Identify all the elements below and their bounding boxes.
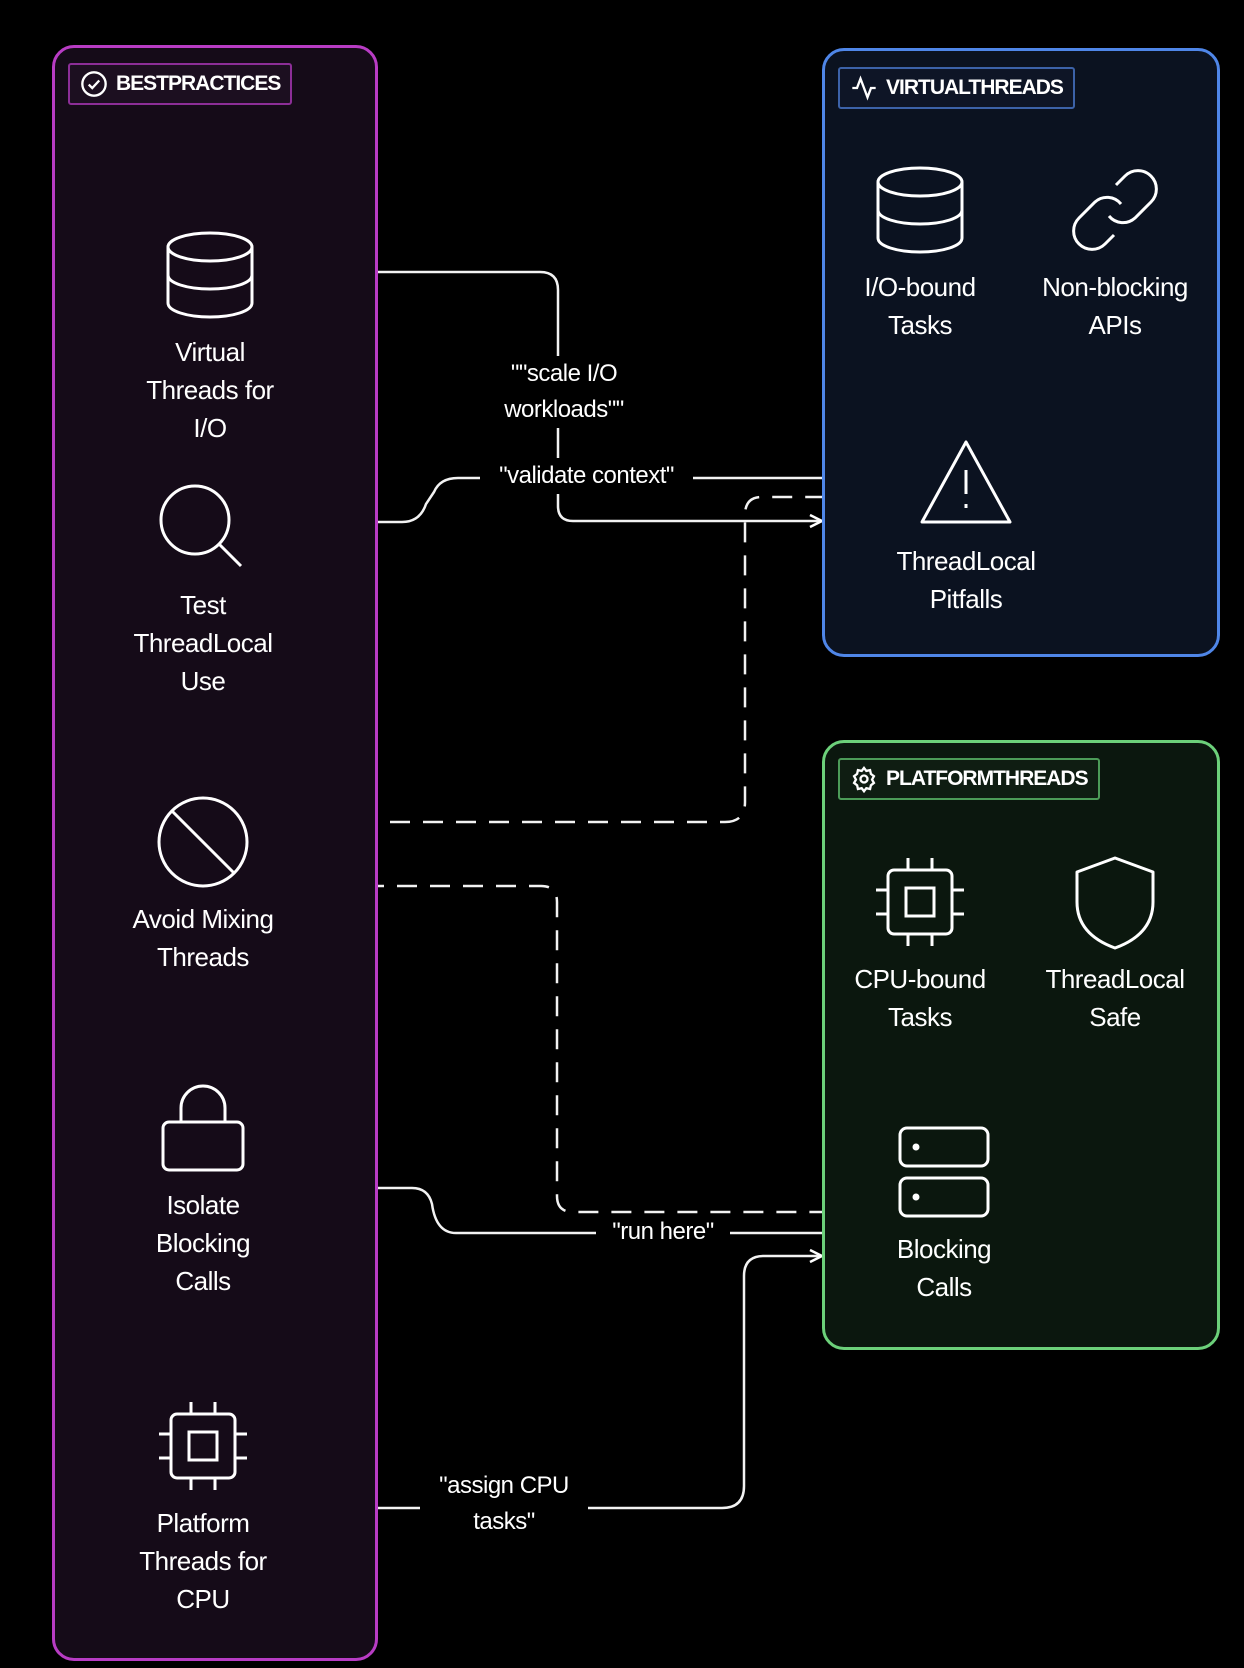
activity-icon — [852, 75, 876, 101]
edge-validate-context — [258, 478, 912, 524]
node-isolate-blocking-calls[interactable]: Isolate Blocking Calls — [103, 1078, 303, 1300]
group-tag-platform-threads: PLATFORMTHREADS — [838, 758, 1100, 800]
node-label: Platform Threads for CPU — [139, 1508, 267, 1614]
node-threadlocal-safe[interactable]: ThreadLocal Safe — [1025, 852, 1205, 1036]
link-icon — [1072, 169, 1158, 251]
group-virtual-threads — [822, 48, 1220, 657]
node-threadlocal-pitfalls[interactable]: ThreadLocal Pitfalls — [876, 434, 1056, 618]
database-icon — [166, 231, 254, 319]
group-tag-virtual-threads: VIRTUALTHREADS — [838, 67, 1075, 109]
node-test-threadlocal-use[interactable]: Test ThreadLocal Use — [103, 478, 303, 700]
node-label: Non-blocking APIs — [1042, 272, 1188, 340]
group-tag-best-practices: BESTPRACTICES — [68, 63, 293, 105]
cpu-icon — [876, 858, 964, 946]
node-label: Blocking Calls — [896, 1234, 992, 1302]
group-title: PLATFORMTHREADS — [886, 767, 1089, 790]
edge-label-assign-cpu: "assign CPU tasks" — [420, 1468, 588, 1540]
node-blocking-calls[interactable]: Blocking Calls — [854, 1122, 1034, 1306]
group-title: VIRTUALTHREADS — [886, 76, 1064, 99]
node-label: Avoid Mixing Threads — [132, 904, 274, 972]
shield-icon — [1075, 856, 1155, 950]
edge-label-validate-context: "validate context" — [480, 458, 693, 494]
edge-assign-cpu — [258, 1256, 822, 1510]
edge-mix-platform — [298, 884, 822, 1214]
node-io-bound-tasks[interactable]: I/O-bound Tasks — [830, 160, 1010, 344]
server-icon — [898, 1126, 990, 1218]
node-label: Isolate Blocking Calls — [155, 1190, 251, 1296]
edge-run-here — [258, 1186, 888, 1233]
node-non-blocking-apis[interactable]: Non-blocking APIs — [1020, 160, 1210, 344]
node-avoid-mixing-threads[interactable]: Avoid Mixing Threads — [103, 792, 303, 976]
node-label: Test ThreadLocal Use — [133, 590, 273, 696]
edge-label-run-here: "run here" — [596, 1214, 730, 1250]
node-label: Virtual Threads for I/O — [146, 337, 274, 443]
group-title: BESTPRACTICES — [116, 72, 281, 95]
node-label: ThreadLocal Safe — [1045, 964, 1185, 1032]
warning-icon — [920, 440, 1012, 524]
node-cpu-bound-tasks[interactable]: CPU-bound Tasks — [830, 852, 1010, 1036]
node-virtual-threads-for-io[interactable]: Virtual Threads for I/O — [110, 225, 310, 447]
search-icon — [159, 484, 243, 568]
node-label: CPU-bound Tasks — [854, 964, 986, 1032]
database-icon — [876, 166, 964, 254]
check-circle-icon — [81, 71, 107, 97]
gear-icon — [852, 766, 876, 793]
cpu-icon — [159, 1402, 247, 1490]
lock-icon — [161, 1084, 245, 1172]
node-platform-threads-for-cpu[interactable]: Platform Threads for CPU — [103, 1396, 303, 1618]
node-label: ThreadLocal Pitfalls — [896, 546, 1036, 614]
ban-icon — [157, 796, 249, 888]
group-platform-threads — [822, 740, 1220, 1350]
node-label: I/O-bound Tasks — [864, 272, 976, 340]
edge-label-scale-io: ""scale I/O workloads"" — [480, 356, 648, 428]
edge-mix-virtual — [258, 495, 822, 824]
